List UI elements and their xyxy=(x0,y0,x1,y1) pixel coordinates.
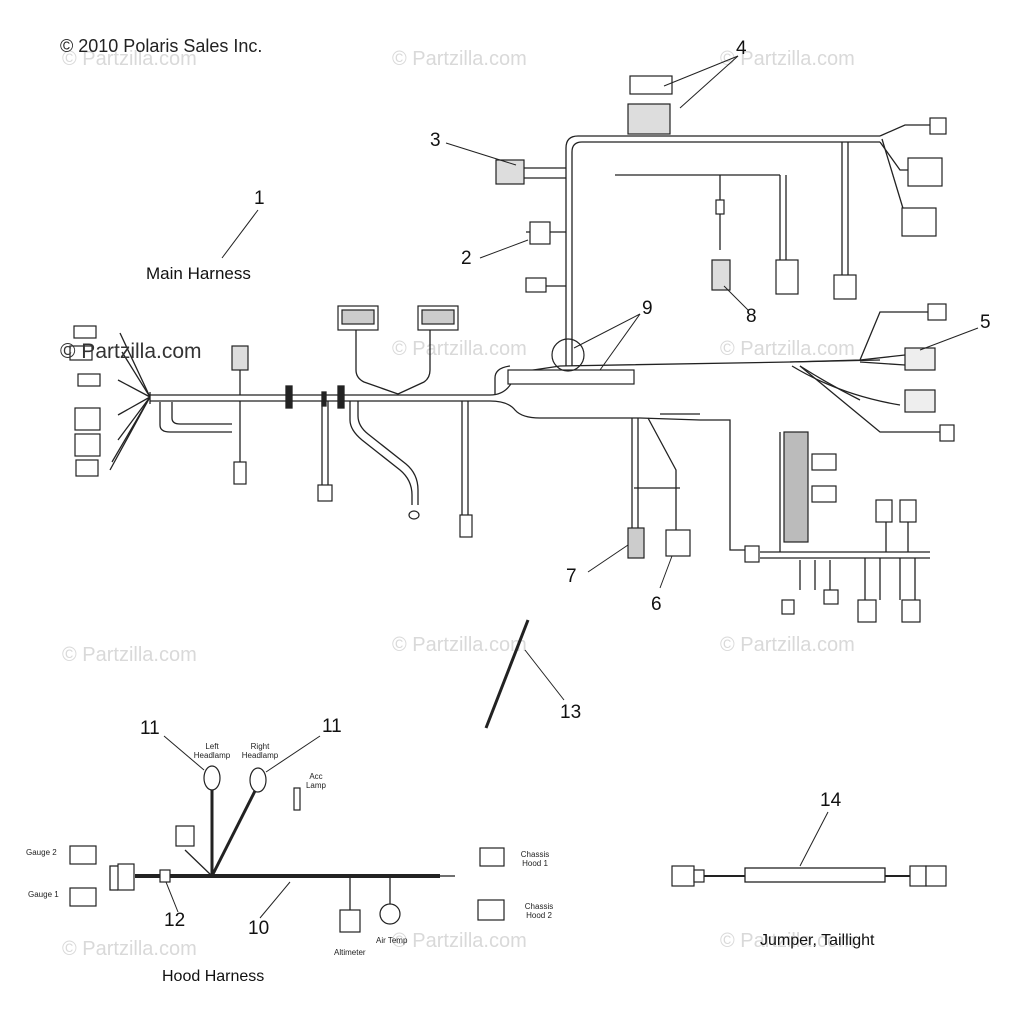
watermark: © Partzilla.com xyxy=(62,644,197,666)
label-altimeter: Altimeter xyxy=(334,948,366,957)
watermark: © Partzilla.com xyxy=(720,930,855,952)
callout-2: 2 xyxy=(461,248,472,269)
label-chassis-hood-1: Chassis Hood 1 xyxy=(520,850,550,868)
label-chassis-hood-2: Chassis Hood 2 xyxy=(524,902,554,920)
callout-6: 6 xyxy=(651,594,662,615)
callout-3: 3 xyxy=(430,130,441,151)
caption-hood-harness: Hood Harness xyxy=(162,968,265,985)
callout-9: 9 xyxy=(642,298,653,319)
watermark: © Partzilla.com xyxy=(720,634,855,656)
callout-4: 4 xyxy=(736,38,747,59)
watermark: © Partzilla.com xyxy=(392,930,527,952)
watermark: © Partzilla.com xyxy=(720,338,855,360)
callout-10: 10 xyxy=(248,918,270,939)
callout-7: 7 xyxy=(566,566,577,587)
label-acc-lamp: Acc Lamp xyxy=(305,772,326,790)
label-air-temp: Air Temp xyxy=(376,936,408,945)
callout-13: 13 xyxy=(560,702,582,723)
watermark: © Partzilla.com xyxy=(62,938,197,960)
watermark: © Partzilla.com xyxy=(392,634,527,656)
callout-1: 1 xyxy=(254,188,265,209)
callout-11-right: 11 xyxy=(322,716,342,737)
label-gauge-1: Gauge 1 xyxy=(28,890,59,899)
callout-14: 14 xyxy=(820,790,842,811)
caption-main-harness: Main Harness xyxy=(146,264,251,283)
callout-5: 5 xyxy=(980,312,991,333)
copyright-text: © 2010 Polaris Sales Inc. xyxy=(60,36,263,56)
watermark: © Partzilla.com xyxy=(720,48,855,70)
watermark: © Partzilla.com xyxy=(392,338,527,360)
callout-8: 8 xyxy=(746,306,757,327)
caption-jumper-taillight: Jumper, Taillight xyxy=(760,932,875,949)
label-gauge-2: Gauge 2 xyxy=(26,848,57,857)
callout-11-left: 11 xyxy=(140,718,160,739)
label-right-headlamp: Right Headlamp xyxy=(241,742,279,760)
label-left-headlamp: Left Headlamp xyxy=(193,742,231,760)
watermark: © Partzilla.com xyxy=(62,48,197,70)
watermark-foreground: © Partzilla.com xyxy=(60,340,202,363)
callout-12: 12 xyxy=(164,910,186,931)
watermark: © Partzilla.com xyxy=(392,48,527,70)
